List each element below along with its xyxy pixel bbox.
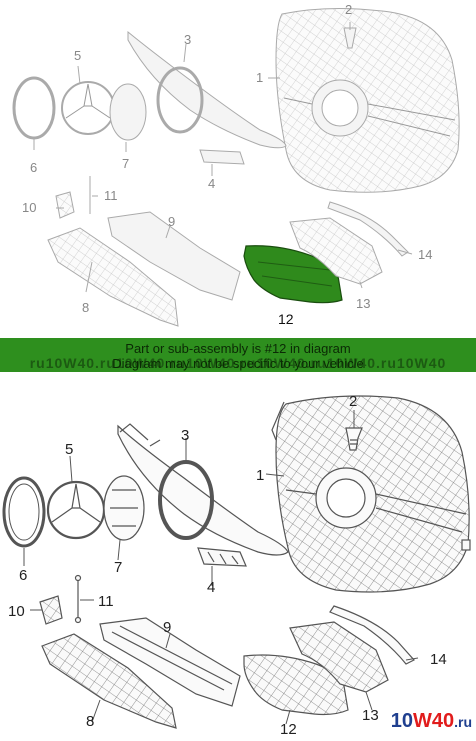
top-callout-14: 14 bbox=[418, 247, 432, 262]
top-strip-part-14 bbox=[327, 201, 409, 257]
logo-part-1: 10 bbox=[390, 710, 413, 732]
emblem-part-5 bbox=[46, 480, 106, 540]
callout-3: 3 bbox=[181, 427, 189, 444]
top-carrier-part-9 bbox=[107, 211, 241, 301]
carrier-part-9-ribs bbox=[111, 625, 233, 691]
bracket-part-13 bbox=[289, 621, 389, 693]
top-callout-6: 6 bbox=[30, 160, 37, 175]
banner-line-1: Part or sub-assembly is #12 in diagram bbox=[125, 341, 351, 356]
site-logo: 10W40.ru bbox=[391, 709, 472, 733]
rod-part-11-top bbox=[74, 574, 82, 582]
top-grille-louvers bbox=[283, 97, 456, 137]
bracket-part-4-ribs bbox=[207, 551, 239, 565]
logo-part-2: W40 bbox=[412, 710, 455, 732]
bottom-diagram: 1 2 3 4 5 6 7 8 9 10 11 12 13 14 bbox=[2, 393, 471, 738]
top-clip-part-2 bbox=[343, 27, 357, 49]
rod-part-11-bottom bbox=[74, 616, 82, 624]
ring-part-6 bbox=[2, 476, 46, 548]
top-callout-3: 3 bbox=[184, 32, 191, 47]
top-highlighted-part-12-detail bbox=[257, 261, 333, 287]
clip-part-2-threads bbox=[350, 439, 358, 445]
top-callout-2: 2 bbox=[345, 2, 352, 17]
plate-part-10 bbox=[39, 595, 63, 625]
trim-part-3 bbox=[117, 424, 289, 556]
top-trim-ring bbox=[156, 66, 204, 134]
top-bracket-part-13 bbox=[289, 217, 383, 285]
logo-part-3: .ru bbox=[454, 714, 472, 730]
callout-6: 6 bbox=[19, 567, 27, 584]
grille-mount-tab bbox=[461, 539, 471, 551]
top-callout-9: 9 bbox=[168, 214, 175, 229]
grille-louvers bbox=[285, 489, 467, 533]
top-callout-10: 10 bbox=[22, 200, 36, 215]
top-callout-12: 12 bbox=[278, 311, 294, 327]
top-emblem-star bbox=[65, 83, 111, 119]
top-callout-13: 13 bbox=[356, 296, 370, 311]
info-banner: ru10W40.ru10W40.ru10W40.ru10W40.ru10W40.… bbox=[0, 338, 476, 372]
trim-ring bbox=[158, 460, 214, 540]
callout-12: 12 bbox=[280, 721, 297, 738]
top-callout-8: 8 bbox=[82, 300, 89, 315]
callout-7: 7 bbox=[114, 559, 122, 576]
strip-part-14 bbox=[329, 605, 415, 665]
callout-2: 2 bbox=[349, 393, 357, 410]
grille-emblem-center bbox=[326, 478, 366, 518]
top-leader-lines bbox=[33, 22, 413, 293]
leader-lines bbox=[23, 410, 419, 725]
callout-1: 1 bbox=[256, 467, 264, 484]
top-grille-part-1 bbox=[275, 7, 460, 193]
callout-11: 11 bbox=[98, 593, 114, 610]
banner-line-2: Diagram may not be specific to your vehi… bbox=[112, 356, 364, 371]
top-emblem-part-5 bbox=[61, 81, 115, 135]
top-callout-11: 11 bbox=[104, 188, 118, 203]
callout-8: 8 bbox=[86, 713, 94, 730]
top-bracket-part-4 bbox=[199, 149, 245, 165]
grille-part-1-edge bbox=[271, 401, 285, 441]
top-plate-part-10 bbox=[55, 191, 75, 219]
top-callout-7: 7 bbox=[122, 156, 129, 171]
top-trim-part-3 bbox=[127, 30, 287, 149]
top-lower-mesh-part-8 bbox=[47, 227, 179, 327]
callout-5: 5 bbox=[65, 441, 73, 458]
top-grille-emblem-center bbox=[321, 89, 359, 127]
callout-9: 9 bbox=[163, 619, 171, 636]
callout-10: 10 bbox=[8, 603, 25, 620]
callout-14: 14 bbox=[430, 651, 447, 668]
base-part-7-detail bbox=[110, 489, 138, 527]
lower-mesh-part-8 bbox=[41, 633, 177, 729]
top-callout-5: 5 bbox=[74, 48, 81, 63]
top-callout-4: 4 bbox=[208, 176, 215, 191]
top-base-part-7 bbox=[109, 83, 147, 141]
top-diagram: 1 2 3 4 5 6 7 8 9 10 11 12 13 14 bbox=[12, 2, 460, 327]
top-highlighted-part-12 bbox=[243, 245, 343, 304]
banner-watermark: ru10W40.ru10W40.ru10W40.ru10W40.ru10W40.… bbox=[29, 356, 447, 371]
trim-part-3-clips bbox=[119, 423, 161, 447]
callout-13: 13 bbox=[362, 707, 379, 724]
top-ring-part-6 bbox=[12, 76, 56, 140]
emblem-star bbox=[51, 483, 101, 523]
part-12 bbox=[243, 654, 349, 716]
top-callout-1: 1 bbox=[256, 70, 263, 85]
ring-part-6-inner bbox=[8, 483, 40, 541]
callout-4: 4 bbox=[207, 579, 215, 596]
